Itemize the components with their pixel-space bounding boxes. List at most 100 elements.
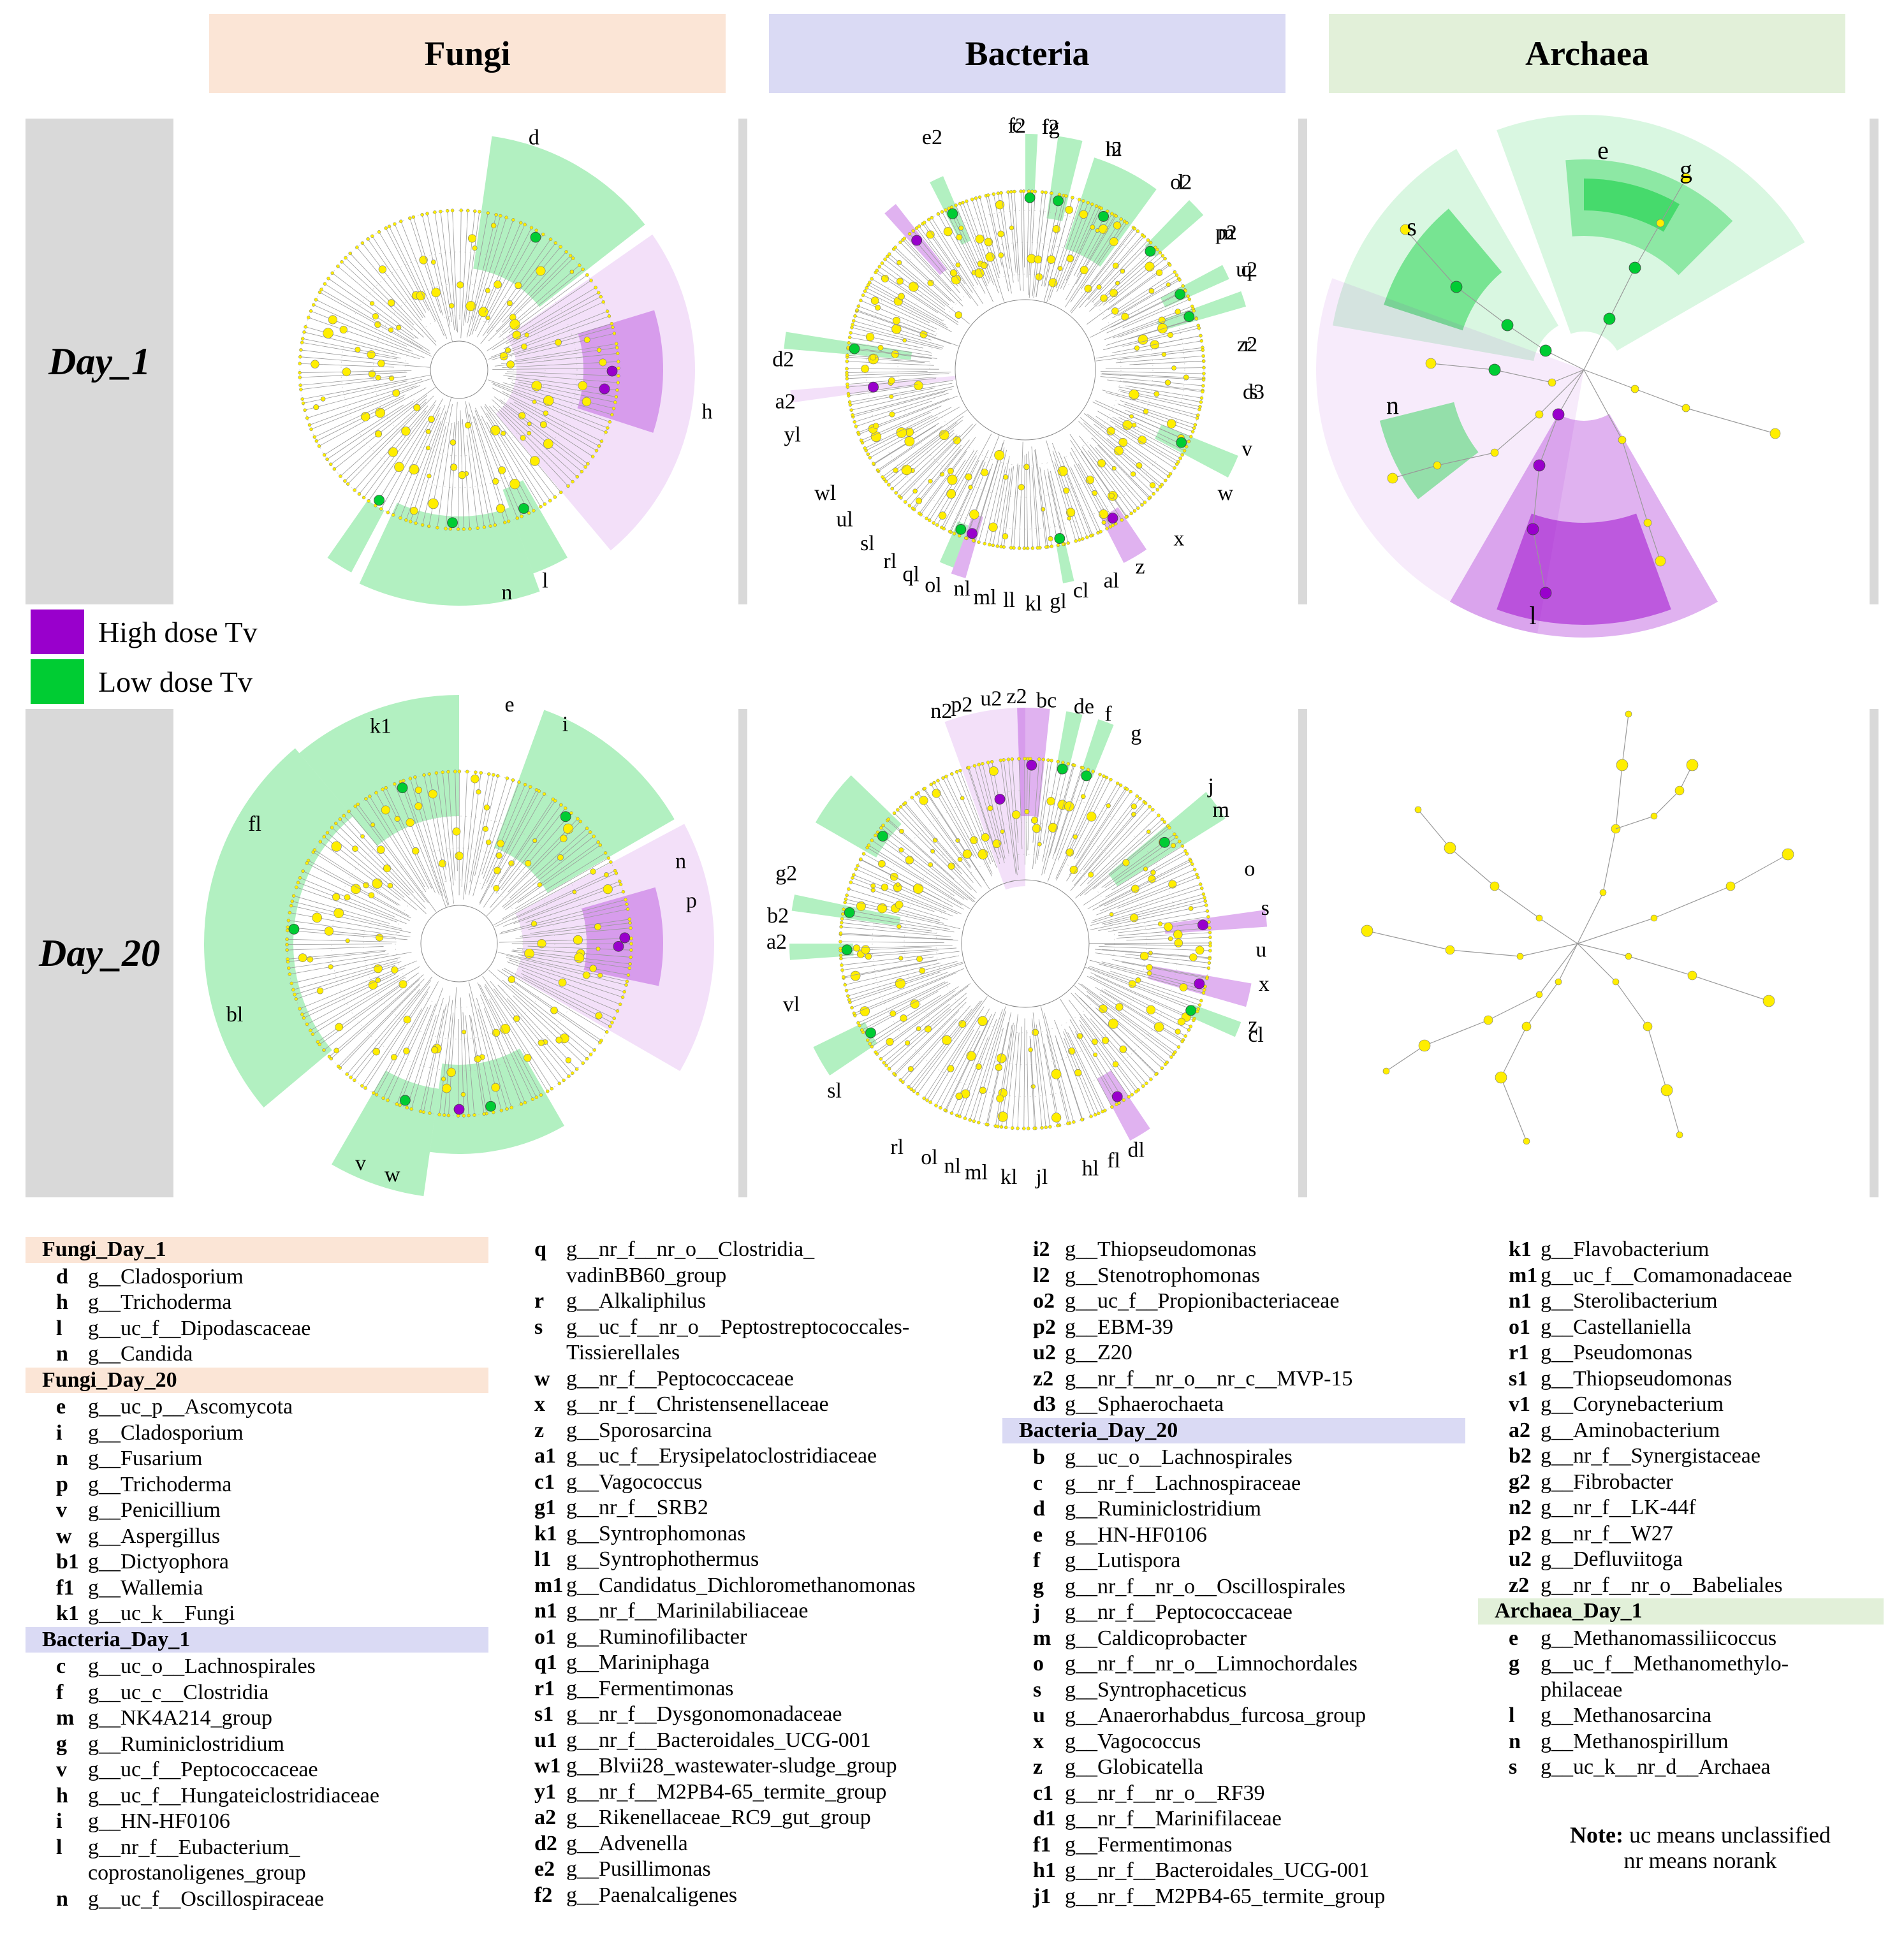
tree-node	[1002, 533, 1009, 540]
leaf-node	[539, 1093, 543, 1097]
tree-branch	[931, 217, 974, 287]
tree-node	[1057, 465, 1068, 477]
tree-branch	[348, 811, 425, 903]
leaf-node	[839, 924, 843, 929]
tree-branch	[503, 836, 594, 909]
tree-branch	[387, 407, 441, 513]
fungi-column-header: Fungi	[209, 14, 726, 93]
leaf-node	[495, 774, 500, 778]
leaf-node	[872, 462, 875, 465]
tree-node	[1093, 1052, 1098, 1057]
leaf-node	[344, 256, 348, 260]
tree-branch	[1103, 325, 1199, 351]
biomarker-node	[1450, 281, 1463, 293]
tree-branch	[394, 224, 445, 337]
tree-branch	[899, 435, 961, 497]
tree-branch	[458, 1019, 459, 1116]
leaf-node	[842, 975, 846, 979]
tree-node	[1681, 404, 1690, 413]
tree-node	[1032, 824, 1041, 833]
leaf-node	[353, 1078, 356, 1083]
leaf-node	[1202, 365, 1206, 370]
biomarker-label: l	[1178, 171, 1184, 194]
key-taxon-name: g__uc_f__Comamonadaceae	[1541, 1263, 1792, 1287]
legend-swatch-low	[31, 659, 84, 704]
tree-branch	[895, 247, 955, 303]
leaf-node	[971, 539, 976, 543]
tree-node	[1433, 461, 1442, 470]
tree-branch	[502, 979, 591, 1055]
biomarker-node	[619, 932, 631, 944]
key-letter: v	[56, 1498, 67, 1522]
leaf-node	[1023, 757, 1027, 761]
tree-branch	[942, 778, 992, 877]
leaf-node	[617, 879, 622, 884]
leaf-node	[476, 526, 480, 530]
tree-branch	[847, 361, 934, 366]
leaf-node	[580, 469, 584, 474]
tree-node	[1096, 284, 1102, 290]
tree-branch	[1014, 191, 1021, 291]
tree-node	[1150, 870, 1156, 875]
tree-node	[345, 938, 350, 944]
low-dose-sector	[1333, 149, 1558, 361]
tree-node	[464, 421, 471, 428]
leaf-node	[1161, 254, 1165, 258]
leaf-node	[851, 323, 854, 326]
tree-node	[569, 270, 575, 274]
tree-branch	[459, 210, 462, 320]
leaf-node	[1175, 273, 1179, 277]
tree-branch	[1023, 455, 1025, 548]
key-letter: n	[1509, 1729, 1521, 1753]
tree-branch	[954, 462, 986, 534]
tree-branch	[469, 217, 507, 337]
tree-node	[501, 430, 506, 436]
tree-branch	[933, 449, 978, 523]
key-letter: y1	[534, 1779, 556, 1804]
tree-node	[485, 839, 492, 845]
tree-node	[905, 1040, 911, 1046]
tree-node	[897, 277, 904, 285]
key-letter: i	[56, 1420, 62, 1445]
tree-branch	[1098, 910, 1208, 931]
leaf-node	[1089, 534, 1093, 538]
tree-branch	[948, 208, 993, 302]
tree-branch	[863, 991, 939, 1033]
biomarker-label: nl	[954, 577, 970, 601]
tree-node	[377, 360, 385, 367]
tree-branch	[406, 421, 441, 520]
tree-branch	[288, 953, 389, 968]
tree-branch	[1097, 444, 1150, 499]
leaf-node	[1190, 862, 1194, 866]
tree-branch	[302, 967, 406, 1015]
tree-node	[483, 804, 490, 811]
tree-branch	[1090, 905, 1206, 930]
biomarker-label: u2	[980, 687, 1002, 711]
leaf-node	[846, 353, 849, 357]
key-taxon-name: g__Fusarium	[88, 1447, 203, 1470]
leaf-node	[892, 811, 897, 815]
leaf-node	[325, 831, 330, 835]
low-dose-sector	[473, 136, 645, 307]
tree-branch	[902, 239, 952, 291]
tree-branch	[517, 845, 601, 903]
tree-branch	[469, 414, 495, 525]
leaf-node	[467, 1113, 471, 1118]
leaf-node	[854, 425, 858, 428]
tree-branch	[842, 918, 932, 931]
tree-node	[916, 956, 923, 963]
leaf-node	[845, 377, 849, 381]
legend-item-low-dose: Low dose Tv	[31, 657, 258, 706]
tree-node	[335, 1023, 344, 1032]
tree-branch	[848, 347, 937, 359]
leaf-node	[305, 1022, 309, 1026]
leaf-node	[287, 966, 291, 970]
leaf-node	[444, 527, 448, 530]
tree-branch	[475, 407, 522, 517]
leaf-node	[306, 858, 311, 863]
